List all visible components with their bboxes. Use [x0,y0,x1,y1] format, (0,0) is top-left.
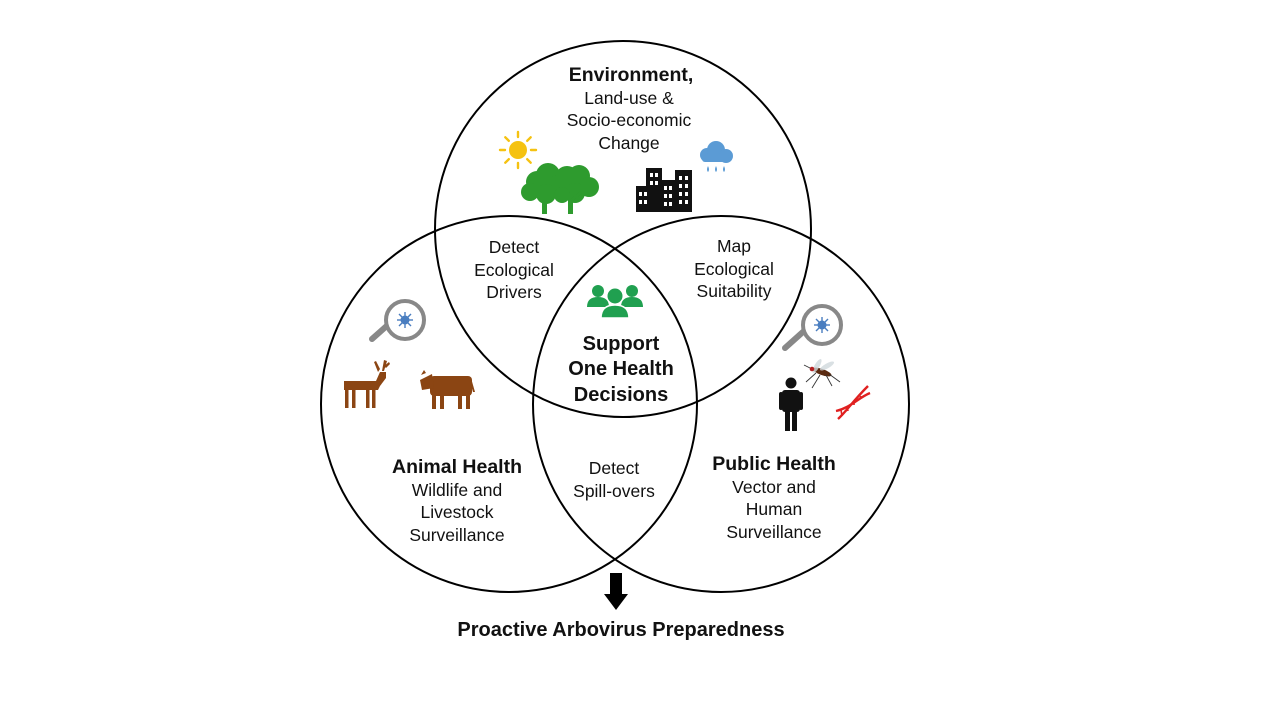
public-health-line-1: Vector and [732,477,816,497]
dna-icon [835,385,871,420]
animal-health-title: Animal Health [392,456,522,478]
magnifier-virus-icon [369,299,426,342]
magnifier-virus-icon [782,304,843,351]
people-group-icon [587,285,643,319]
animal-health-line-1: Wildlife and [412,480,502,500]
mosquito-icon [803,358,841,389]
public-health-title: Public Health [712,453,836,475]
sun-icon [498,130,538,170]
env-animal-line-2: Ecological [474,260,554,280]
cow-icon [420,370,475,409]
env-animal-line-1: Detect [489,237,540,257]
center-line-3: Decisions [574,384,668,406]
env-public-line-3: Suitability [697,281,772,301]
center-line-2: One Health [568,358,674,380]
arrow-down-icon [604,573,628,610]
buildings-icon [636,168,692,212]
environment-line-1: Land-use & [584,88,674,108]
environment-title: Environment, [569,64,694,86]
trees-icon [521,163,599,214]
environment-line-3: Change [598,133,659,153]
animal-public-line-1: Detect [589,458,640,478]
public-health-circle [532,215,910,593]
person-icon [779,377,803,431]
animal-health-line-3: Surveillance [409,525,504,545]
public-health-line-2: Human [746,499,802,519]
env-public-line-2: Ecological [694,259,774,279]
environment-circle [434,40,812,418]
animal-health-circle [320,215,698,593]
env-animal-line-3: Drivers [486,282,542,302]
rain-cloud-icon [700,141,733,172]
center-line-1: Support [583,333,660,355]
environment-line-2: Socio-economic [567,110,692,130]
animal-health-line-2: Livestock [421,502,494,522]
deer-icon [344,360,390,408]
public-health-line-3: Surveillance [726,522,821,542]
outcome-label: Proactive Arbovirus Preparedness [457,619,784,641]
animal-public-line-2: Spill-overs [573,481,655,501]
env-public-line-1: Map [717,236,751,256]
